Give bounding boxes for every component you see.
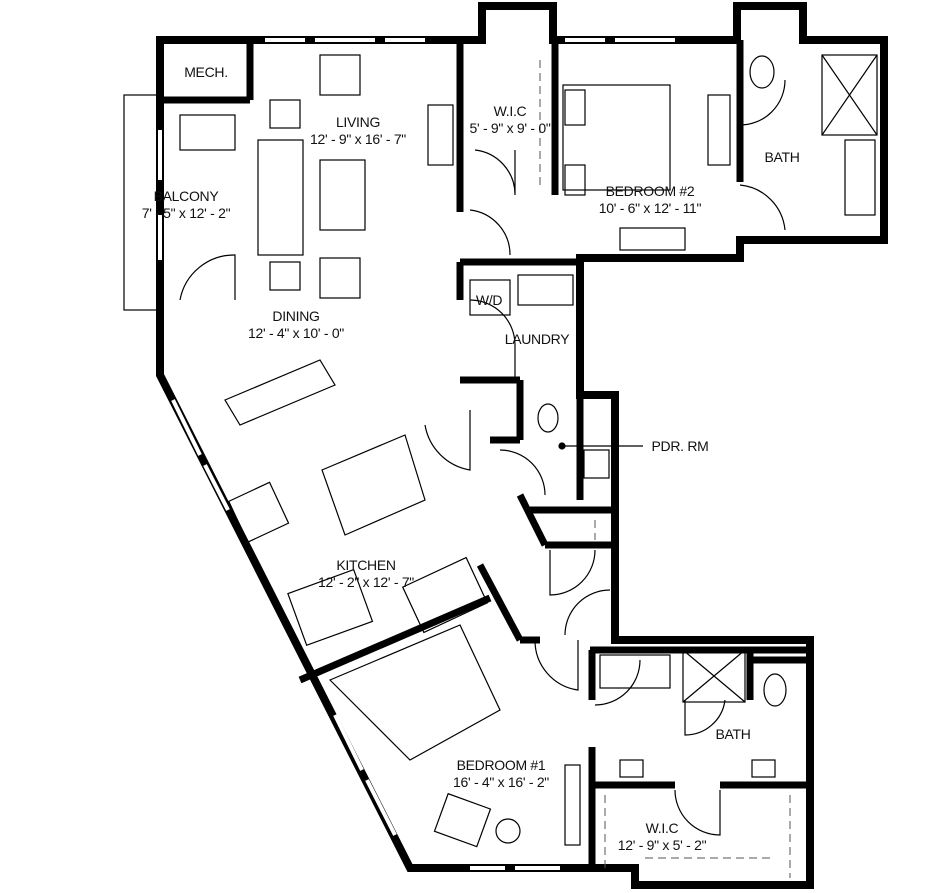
room-size: 5' - 9" x 9' - 0"	[469, 120, 551, 136]
room-size: 10' - 6" x 12' - 11"	[598, 200, 702, 216]
balcony-outline	[123, 94, 161, 311]
room-label-pdr: PDR. RM	[651, 438, 708, 455]
room-name: PDR. RM	[651, 438, 709, 454]
room-name: W.I.C	[645, 820, 679, 836]
room-size: 12' - 9" x 16' - 7"	[310, 131, 406, 147]
doors	[179, 79, 786, 836]
room-name: MECH.	[184, 64, 228, 80]
windows	[158, 38, 675, 870]
room-name: BALCONY	[153, 188, 219, 204]
room-label-bath-2: BATH	[764, 149, 799, 166]
room-label-laundry: LAUNDRY	[505, 331, 570, 348]
exterior-wall	[156, 2, 888, 889]
room-size: 16' - 4" x 16' - 2"	[453, 774, 549, 790]
room-name: LAUNDRY	[504, 331, 570, 347]
room-size: 12' - 2" x 12' - 7"	[318, 574, 414, 590]
room-label-mech: MECH.	[184, 64, 228, 81]
room-label-wd: W/D	[475, 292, 503, 309]
room-name: W/D	[475, 292, 503, 308]
room-label-bath-1: BATH	[715, 726, 750, 743]
room-name: BATH	[715, 726, 751, 742]
room-size: 12' - 4" x 10' - 0"	[248, 325, 344, 341]
room-name: W.I.C	[493, 103, 527, 119]
room-name: BATH	[764, 149, 800, 165]
room-name: KITCHEN	[336, 557, 396, 573]
room-name: BEDROOM #1	[456, 757, 546, 773]
room-name: BEDROOM #2	[605, 183, 695, 199]
room-size: 7' - 5" x 12' - 2"	[141, 205, 231, 221]
furniture	[179, 54, 878, 848]
interior-walls	[160, 40, 810, 868]
room-name: LIVING	[335, 114, 381, 130]
room-name: DINING	[272, 308, 320, 324]
closet-shelves	[539, 60, 791, 878]
room-size: 12' - 9" x 5' - 2"	[617, 837, 707, 853]
